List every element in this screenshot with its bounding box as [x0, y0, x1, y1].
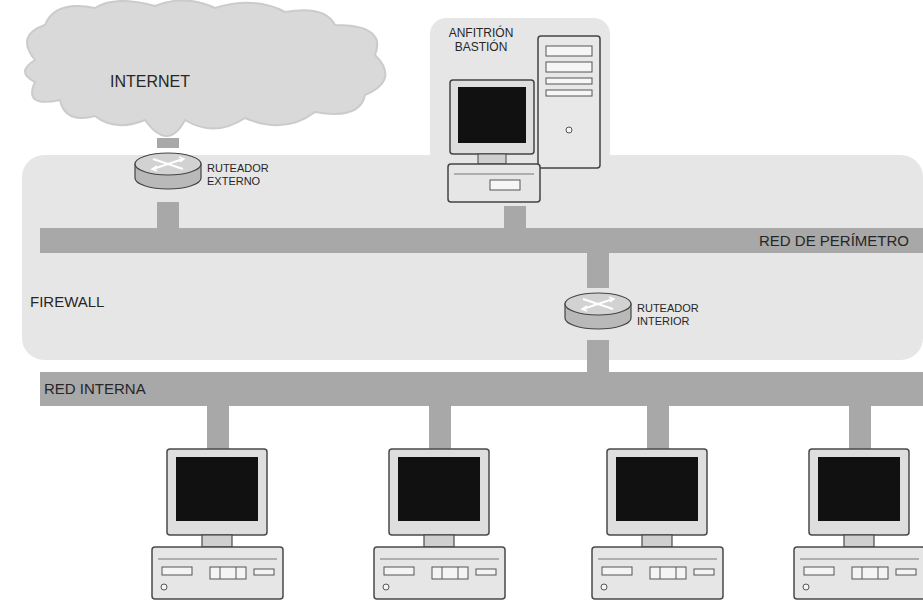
bastion-computer	[448, 36, 600, 202]
cloud-shape: INTERNET	[15, 0, 395, 138]
network-link	[587, 253, 609, 288]
router-icon	[135, 153, 201, 189]
node-label: FIREWALL	[30, 293, 170, 311]
node-label: RUTEADOR INTERIOR	[637, 302, 737, 328]
computer-icon	[374, 449, 505, 599]
node-label: RUTEADOR EXTERNO	[207, 162, 297, 188]
network-link	[587, 340, 609, 372]
network-link	[504, 206, 526, 228]
cloud-outline	[15, 0, 395, 138]
node-label: ANFITRIÓN BASTIÓN	[436, 26, 526, 55]
network-band: RED INTERNA	[40, 372, 923, 406]
node-label: RED INTERNA	[44, 372, 146, 406]
node-label: RED DE PERÍMETRO	[759, 228, 909, 253]
computer-icon	[794, 449, 923, 599]
node-label: INTERNET	[110, 72, 250, 91]
computer-icon	[152, 449, 283, 599]
network-band: RED DE PERÍMETRO	[40, 228, 923, 253]
network-link	[157, 202, 179, 228]
network-drop	[207, 405, 871, 451]
network-link	[157, 138, 179, 148]
computer-icon	[592, 449, 723, 599]
router-icon	[565, 293, 631, 329]
